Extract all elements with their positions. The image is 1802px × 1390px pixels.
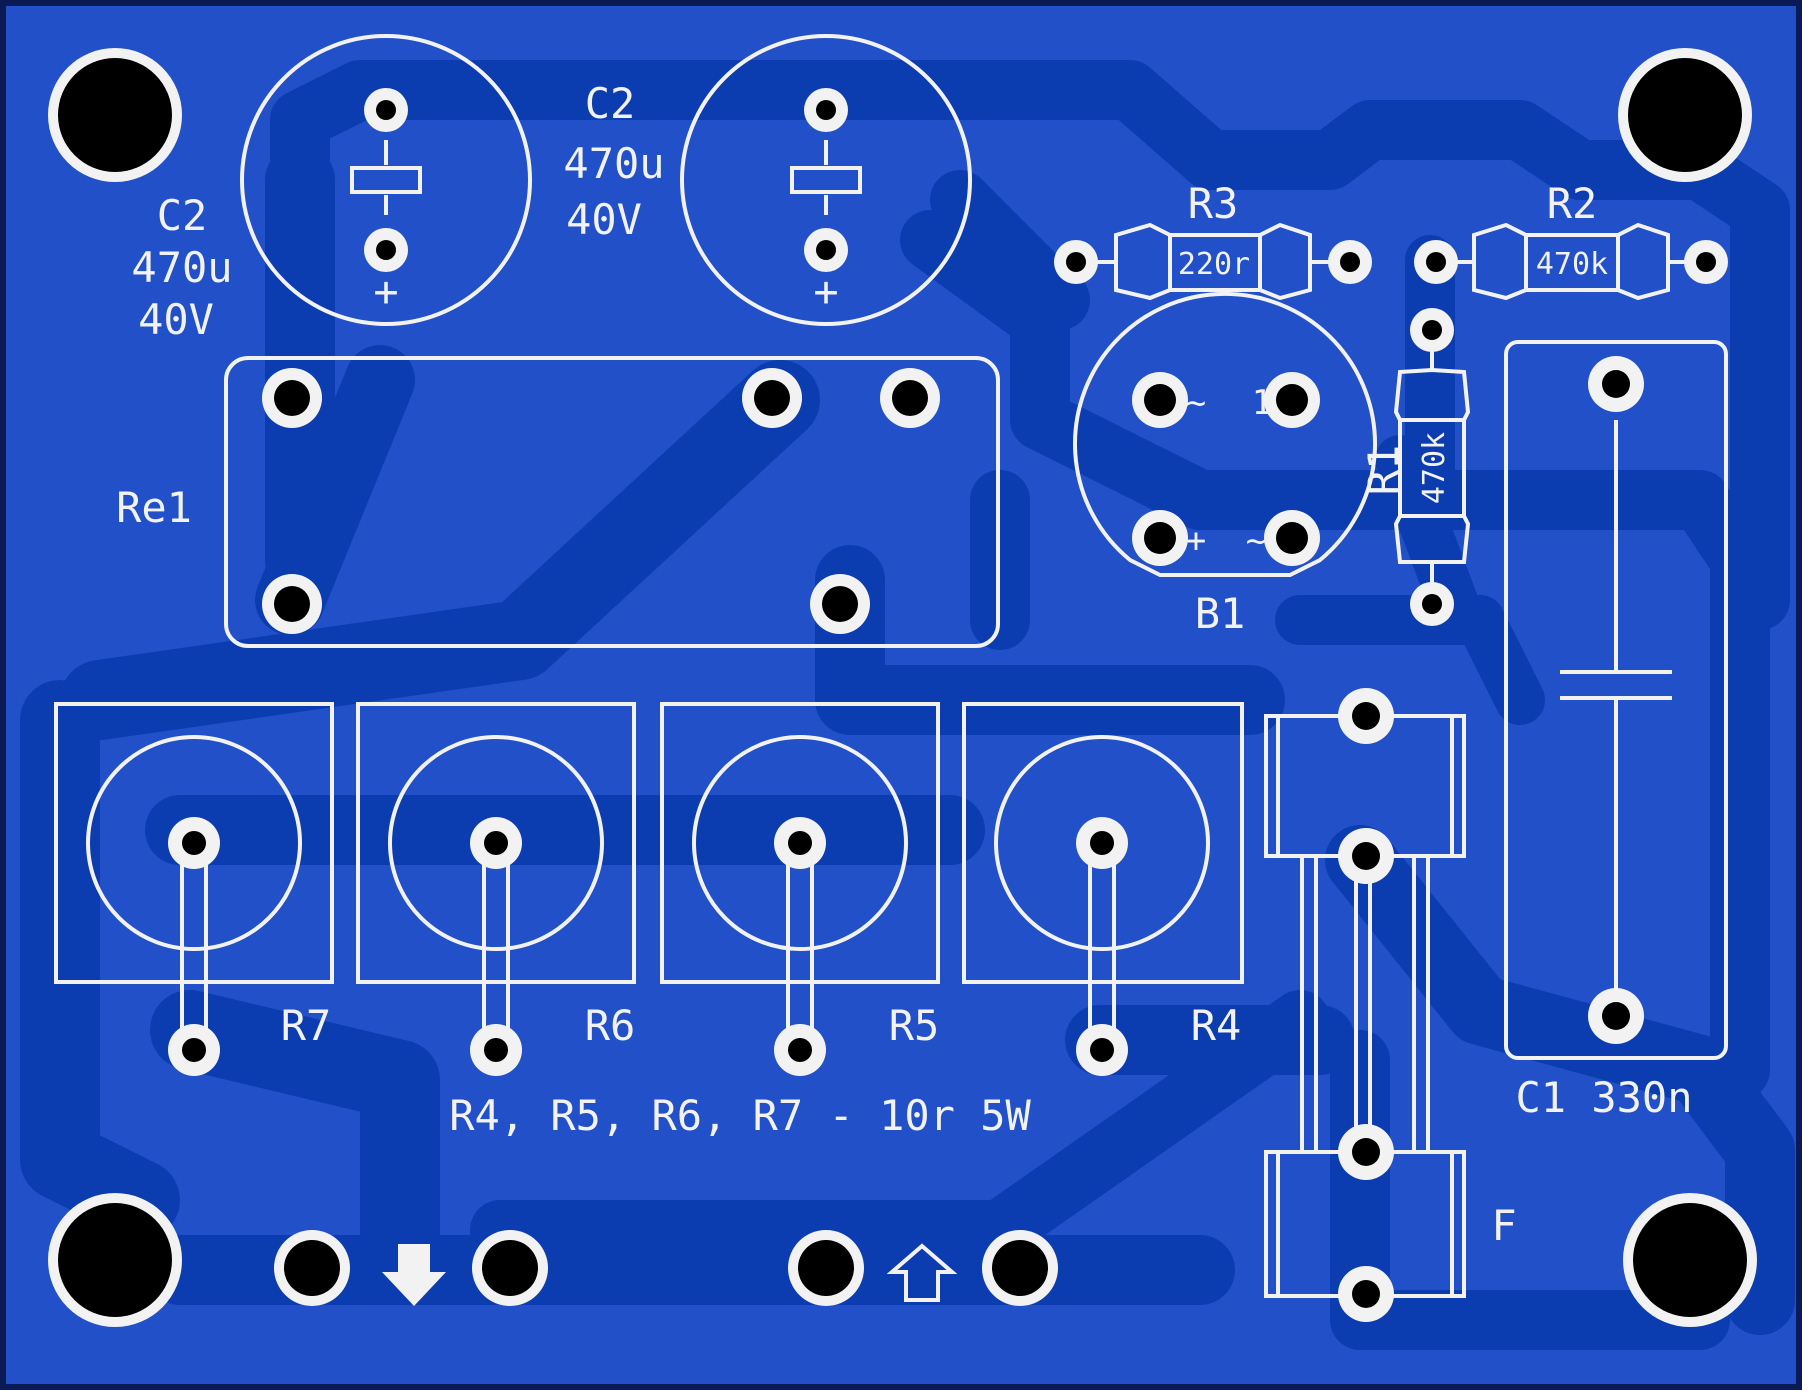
bridge-name: B1 — [1195, 589, 1246, 638]
r3-value: 220r — [1178, 247, 1250, 282]
r1-name: R1 — [1359, 445, 1408, 496]
r2-name: R2 — [1547, 179, 1598, 228]
c2-left-voltage: 40V — [138, 295, 214, 344]
hole-drill — [58, 1203, 172, 1317]
r3-name: R3 — [1188, 179, 1239, 228]
r7-name: R7 — [281, 1001, 332, 1050]
up-arrow-icon — [886, 1243, 958, 1302]
bridge-b1-outline — [1073, 292, 1377, 577]
power-resistor-note: R4, R5, R6, R7 - 10r 5W — [449, 1091, 1031, 1140]
r6-name: R6 — [585, 1001, 636, 1050]
fuse-name: F — [1491, 1201, 1516, 1250]
silkscreen-labels: C2 470u 40V + C2 470u 40V + R3 220r R2 4… — [116, 79, 1692, 1250]
hole-drill — [58, 58, 172, 172]
c2-left-value: 470u — [131, 243, 232, 292]
relay-name: Re1 — [116, 483, 192, 532]
r5-name: R5 — [889, 1001, 940, 1050]
c2-right-name: C2 — [585, 79, 636, 128]
component-pads — [168, 88, 1728, 1322]
bridge-pin-tilde-b: ~ — [1246, 521, 1266, 561]
hole-drill — [1628, 58, 1742, 172]
r1-value: 470k — [1417, 432, 1452, 504]
relay-re1-outline — [224, 356, 1000, 648]
capacitor-c2-right — [680, 34, 972, 326]
c2-right-value: 470u — [563, 139, 664, 188]
mounting-holes — [48, 48, 1757, 1327]
power-resistor-r4 — [962, 702, 1244, 1052]
terminal-pads — [274, 1230, 1058, 1306]
c2-left-name: C2 — [157, 191, 208, 240]
c1-label: C1 330n — [1515, 1073, 1692, 1122]
c2-right-voltage: 40V — [566, 195, 642, 244]
bridge-pin-tilde-a: ~ — [1186, 383, 1206, 423]
hole-drill — [1633, 1203, 1747, 1317]
resistor-r3-body — [1076, 222, 1350, 301]
copper-traces — [20, 60, 1795, 1350]
capacitor-c1-body — [1504, 340, 1728, 1060]
r2-value: 470k — [1536, 247, 1608, 282]
r4-name: R4 — [1191, 1001, 1242, 1050]
bridge-pin-1: 1 — [1252, 383, 1272, 423]
capacitor-c2-left — [240, 34, 532, 326]
c2-right-polarity: + — [813, 267, 838, 316]
bridge-pin-plus: + — [1186, 521, 1206, 561]
c2-left-polarity: + — [373, 267, 398, 316]
down-arrow-icon — [382, 1244, 446, 1306]
